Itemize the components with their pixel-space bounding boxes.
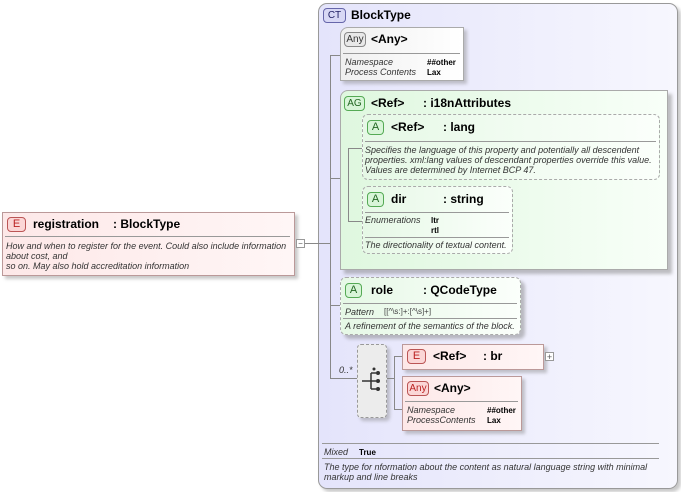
choice-icon	[362, 367, 380, 391]
role-type: : QCodeType	[423, 283, 497, 297]
element-badge: E	[7, 217, 26, 232]
dir-description: The directionality of textual content.	[365, 240, 507, 250]
choice-compositor[interactable]	[357, 344, 387, 418]
registration-name: registration	[33, 217, 100, 231]
attribute-group-ref: <Ref>	[371, 96, 405, 110]
process-contents-label: ProcessContents	[407, 415, 476, 425]
role-name: role	[371, 283, 394, 297]
dir-type: : string	[443, 192, 484, 206]
namespace-label: Namespace	[407, 405, 456, 415]
mixed-label: Mixed	[324, 447, 349, 457]
br-ref: <Ref>	[433, 349, 467, 363]
br-element[interactable]	[402, 344, 544, 370]
dir-attribute[interactable]	[362, 186, 513, 254]
choice-cardinality: 0..*	[339, 365, 353, 375]
attribute-group-name: : i18nAttributes	[423, 96, 512, 110]
complex-type-description: The type for nformation about the conten…	[324, 462, 648, 482]
any-name: <Any>	[371, 32, 408, 46]
namespace-value: ##other	[487, 406, 516, 415]
any-badge: Any	[407, 381, 429, 396]
enumerations-label: Enumerations	[365, 215, 421, 225]
lang-description: Specifies the language of this property …	[365, 145, 652, 175]
complex-type-badge: CT	[323, 8, 346, 23]
mixed-value: True	[359, 448, 376, 457]
role-description: A refinement of the semantics of the blo…	[345, 321, 515, 331]
process-contents-value: Lax	[487, 416, 501, 425]
attribute-group-badge: AG	[344, 96, 365, 111]
role-attribute[interactable]	[340, 277, 521, 335]
namespace-label: Namespace	[345, 57, 394, 67]
registration-type: : BlockType	[113, 217, 181, 231]
lang-ref: <Ref>	[391, 120, 425, 134]
process-contents-label: Process Contents	[345, 67, 417, 77]
attribute-badge: A	[367, 120, 384, 135]
lang-name: : lang	[443, 120, 475, 134]
lang-attribute[interactable]	[362, 114, 660, 180]
any-name: <Any>	[434, 381, 471, 395]
complex-type-name: BlockType	[351, 8, 411, 22]
attribute-badge: A	[345, 283, 362, 298]
registration-description: How and when to register for the event. …	[6, 241, 287, 271]
enum-value-ltr: ltr	[431, 216, 439, 225]
enum-value-rtl: rtl	[431, 226, 439, 235]
collapse-toggle[interactable]: −	[296, 239, 305, 248]
br-name: : br	[483, 349, 503, 363]
element-badge: E	[407, 349, 426, 364]
dir-name: dir	[391, 192, 407, 206]
attribute-badge: A	[367, 192, 384, 207]
pattern-value: [[^\s:]+:[^\s]+]	[384, 307, 432, 316]
process-contents-value: Lax	[427, 68, 441, 77]
namespace-value: ##other	[427, 58, 456, 67]
pattern-label: Pattern	[345, 307, 375, 317]
expand-toggle[interactable]: +	[545, 352, 554, 362]
registration-element[interactable]	[2, 212, 295, 276]
any-badge: Any	[344, 32, 366, 47]
